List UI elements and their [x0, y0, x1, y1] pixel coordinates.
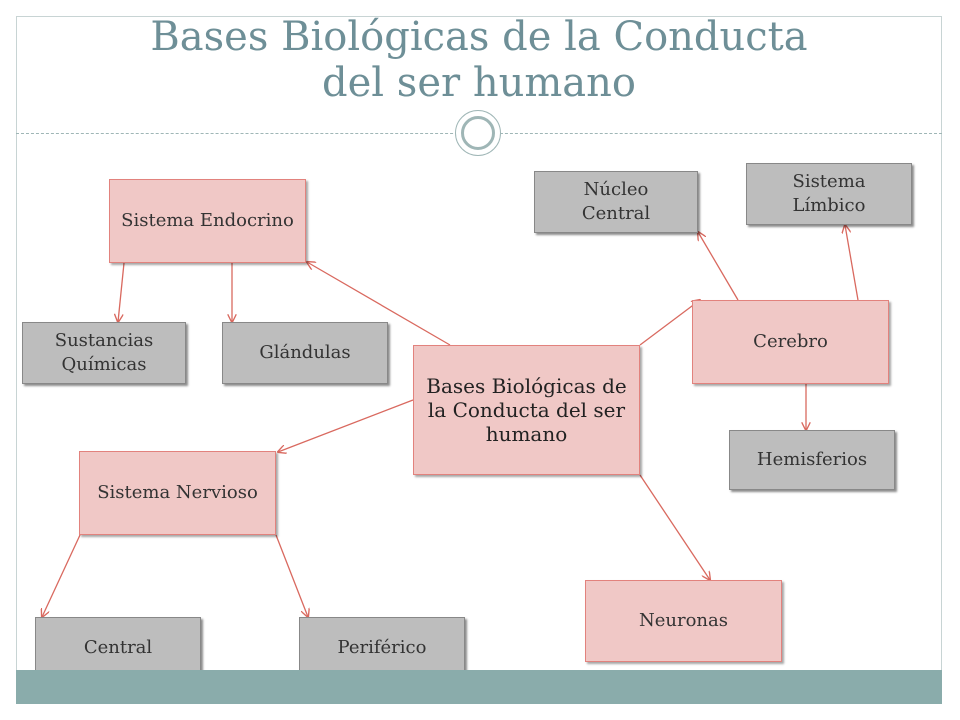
node-sistema-limbico: Sistema Límbico	[746, 163, 912, 225]
node-periferico: Periférico	[299, 617, 465, 679]
connector-cerebro-limbico	[845, 225, 859, 301]
connector-center-neuronas	[639, 474, 710, 580]
title-line-1: Bases Biológicas de la Conducta	[150, 14, 808, 60]
circle-ornament-icon	[455, 110, 501, 156]
node-central: Central	[35, 617, 201, 679]
node-sustancias-quimicas: Sustancias Químicas	[22, 322, 186, 384]
node-neuronas-label: Neuronas	[639, 610, 728, 631]
node-hemisferios: Hemisferios	[729, 430, 895, 490]
connector-center-endocrino	[307, 262, 451, 346]
node-nucleo-central: Núcleo Central	[534, 171, 698, 233]
center-node-label: Bases Biológicas de la Conducta del ser …	[426, 374, 627, 446]
slide-title: Bases Biológicas de la Conducta del ser …	[16, 14, 942, 106]
title-line-2: del ser humano	[322, 60, 636, 106]
connector-endocrino-sustancias	[118, 262, 125, 322]
node-glandulas: Glándulas	[222, 322, 388, 384]
connector-nervioso-periferico	[275, 534, 308, 617]
node-glandulas-label: Glándulas	[259, 342, 351, 363]
node-neuronas: Neuronas	[585, 580, 782, 662]
node-sistema-nervioso-label: Sistema Nervioso	[97, 482, 258, 503]
node-central-label: Central	[83, 637, 153, 658]
node-sustancias-quimicas-label: Sustancias Químicas	[54, 330, 154, 375]
node-sistema-endocrino: Sistema Endocrino	[109, 179, 306, 263]
node-sistema-limbico-label: Sistema Límbico	[792, 171, 866, 216]
connector-center-cerebro	[639, 300, 700, 346]
node-hemisferios-label: Hemisferios	[756, 449, 868, 470]
node-cerebro: Cerebro	[692, 300, 889, 384]
connector-center-nervioso	[278, 399, 414, 452]
node-periferico-label: Periférico	[337, 637, 427, 658]
node-sistema-nervioso: Sistema Nervioso	[79, 451, 276, 535]
node-cerebro-label: Cerebro	[753, 331, 828, 352]
node-nucleo-central-label: Núcleo Central	[581, 179, 651, 224]
connector-nervioso-central	[42, 534, 81, 617]
center-node: Bases Biológicas de la Conducta del ser …	[413, 345, 640, 475]
footer-accent-bar	[16, 670, 942, 704]
node-sistema-endocrino-label: Sistema Endocrino	[121, 210, 294, 231]
connector-cerebro-nucleo	[698, 232, 739, 301]
